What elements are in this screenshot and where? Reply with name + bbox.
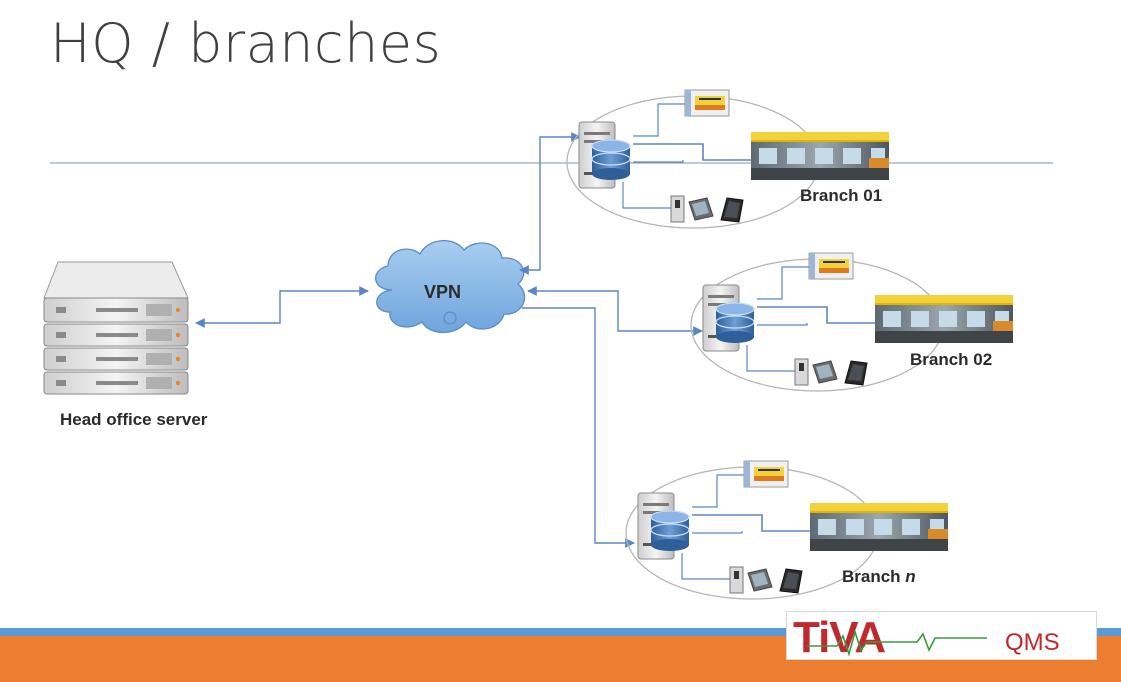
logo-brand: TiVA: [793, 613, 885, 659]
server-rack-icon: [43, 261, 189, 395]
branch02-connector: [527, 286, 703, 336]
branchn-connector: [522, 307, 635, 548]
branch-02-site: [690, 252, 1014, 392]
branch-01-label: Branch 01: [800, 186, 882, 205]
branch-02-label: Branch 02: [910, 350, 992, 369]
hq-label: Head office server: [60, 410, 208, 429]
hq-vpn-connector: [195, 286, 369, 328]
footer-accent-bar: [0, 628, 1121, 636]
slide-title: HQ / branches: [50, 12, 442, 75]
branch-01-site: [566, 89, 890, 229]
branch01-connector: [519, 132, 581, 275]
vpn-cloud-icon: [375, 240, 526, 334]
branch-n-label: Branch n: [842, 567, 916, 586]
vpn-label: VPN: [424, 282, 461, 302]
heartbeat-icon: [807, 629, 987, 657]
logo-product: QMS: [1005, 629, 1060, 656]
tiva-qms-logo: TiVA QMS: [786, 611, 1097, 662]
